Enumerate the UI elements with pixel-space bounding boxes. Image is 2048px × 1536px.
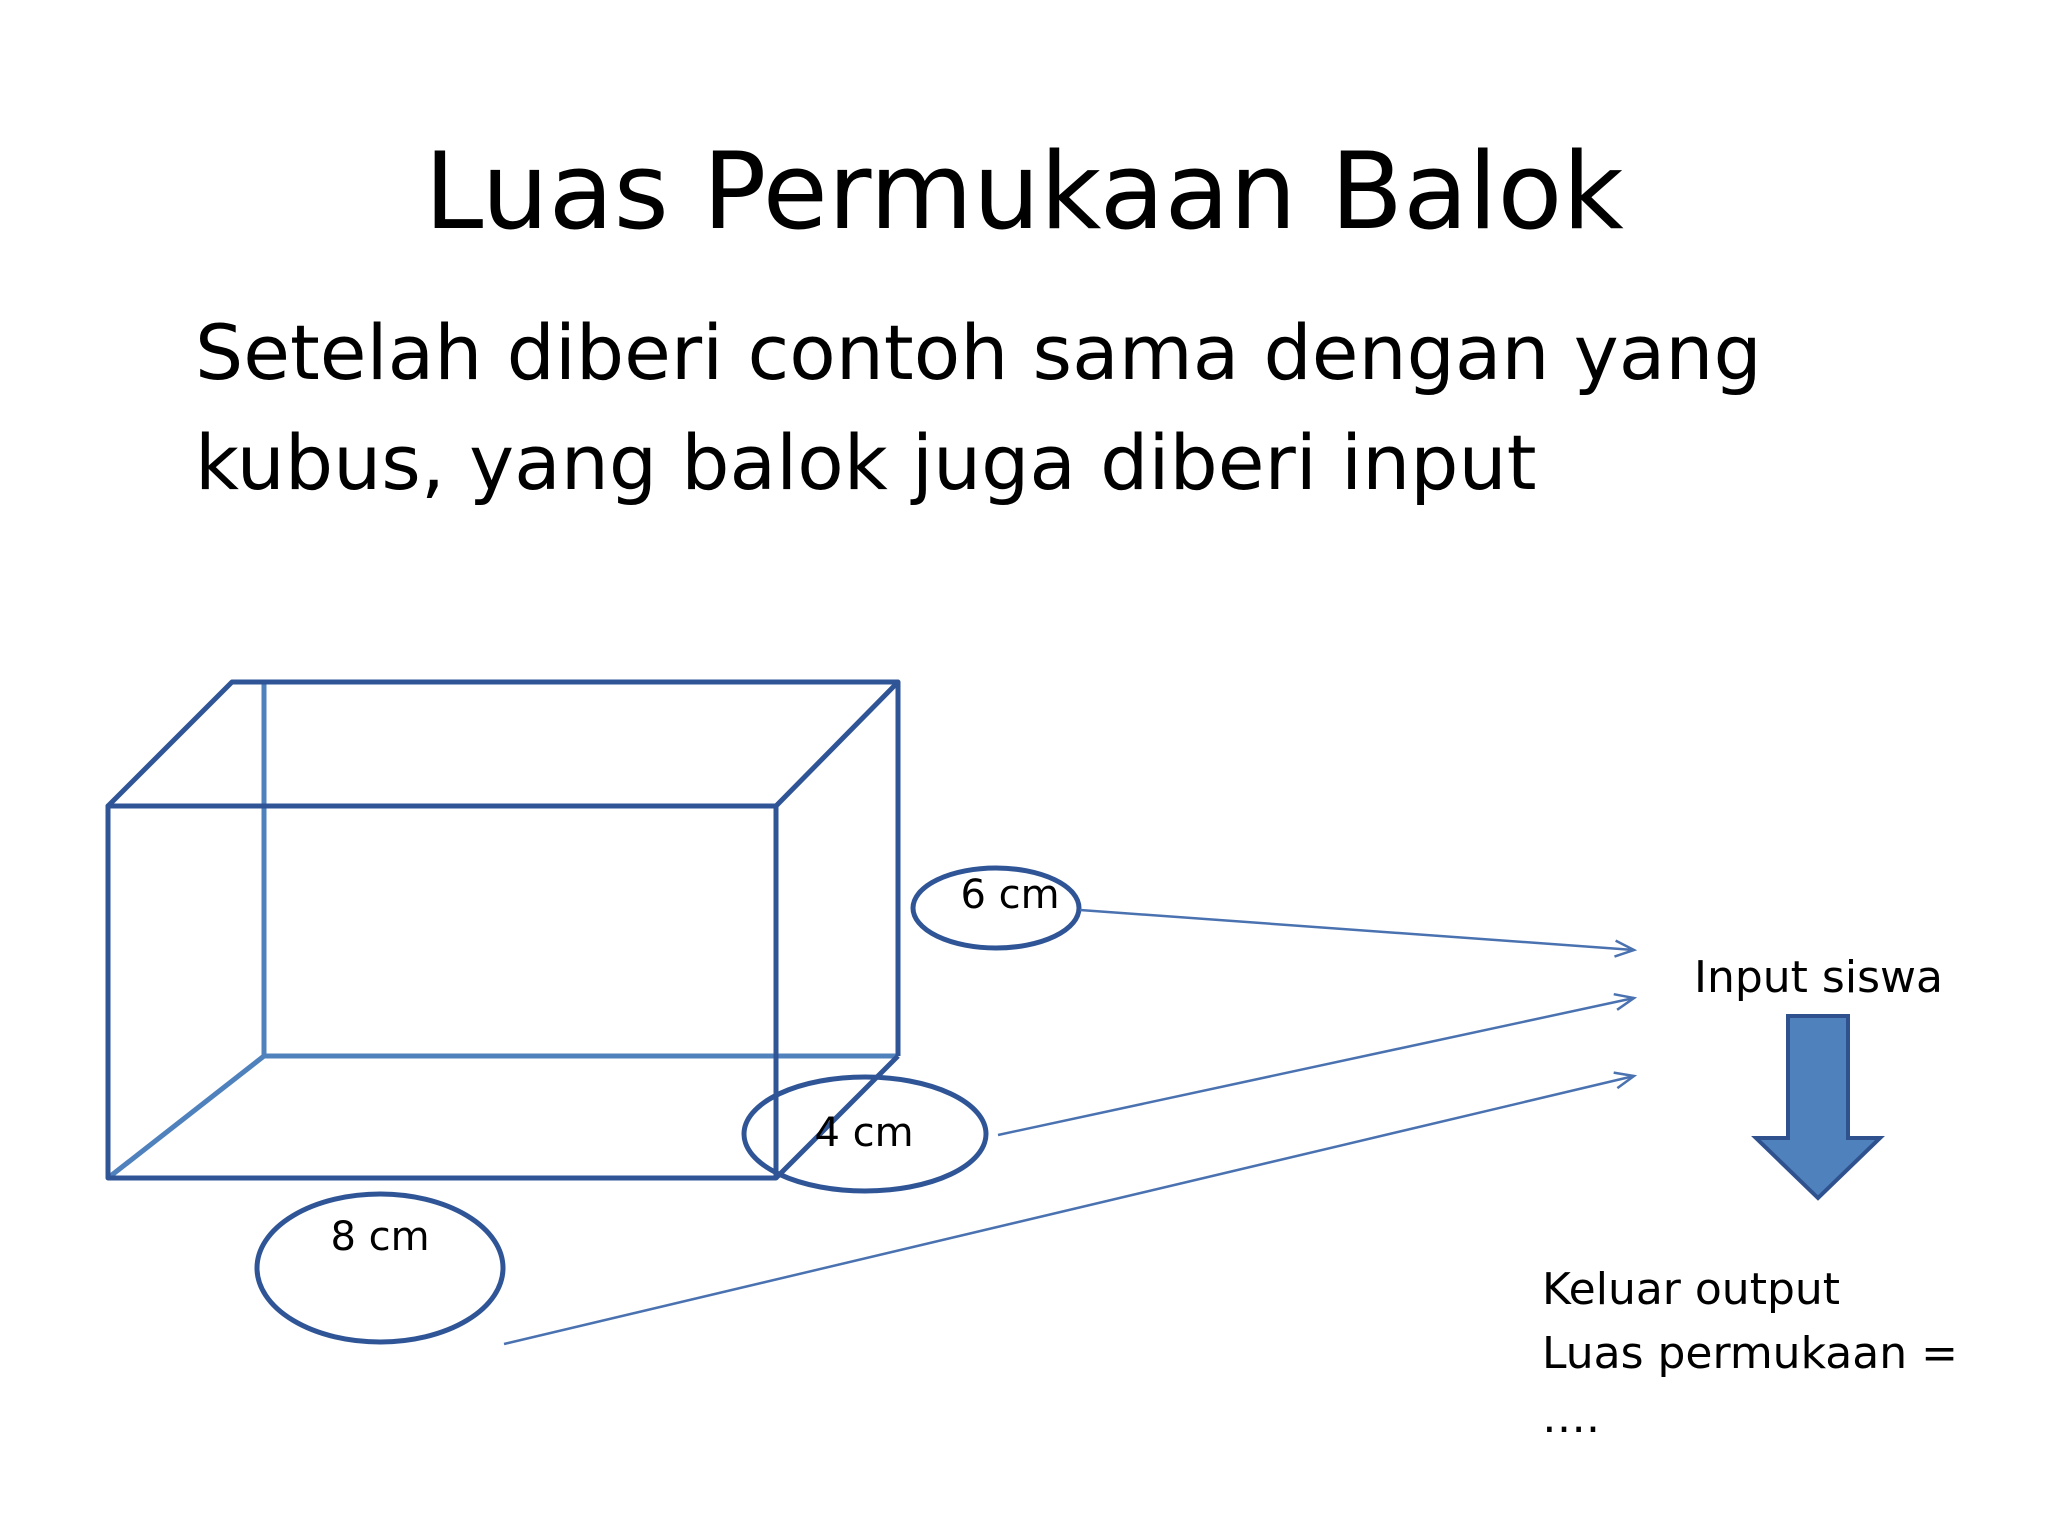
cuboid-front-face bbox=[105, 803, 779, 1181]
label-length: 8 cm bbox=[330, 1214, 429, 1260]
down-arrow-icon bbox=[1751, 1014, 1885, 1201]
input-siswa-label: Input siswa bbox=[1694, 952, 1943, 1003]
arrow-height-to-input bbox=[1079, 908, 1634, 950]
body-line-2: kubus, yang balok juga diberi input bbox=[195, 418, 1537, 507]
dimension-ellipse-depth bbox=[741, 1074, 989, 1194]
slide-body-text: Setelah diberi contoh sama dengan yang k… bbox=[195, 298, 1845, 518]
dimension-ellipse-length bbox=[254, 1191, 506, 1345]
output-line-3: …. bbox=[1542, 1392, 1600, 1443]
dimension-ellipse-height bbox=[910, 865, 1082, 951]
output-line-1: Keluar output bbox=[1542, 1264, 1840, 1315]
body-line-1: Setelah diberi contoh sama dengan yang bbox=[195, 308, 1762, 397]
arrow-length-to-input bbox=[503, 1076, 1634, 1346]
arrow-depth-to-input bbox=[997, 998, 1634, 1137]
cuboid-top-face bbox=[105, 679, 901, 809]
label-height: 6 cm bbox=[960, 872, 1059, 918]
output-line-2: Luas permukaan = bbox=[1542, 1328, 1958, 1379]
input-arrows bbox=[503, 908, 1634, 1346]
cuboid-visible-edges bbox=[105, 679, 901, 1181]
slide-title: Luas Permukaan Balok bbox=[424, 130, 1624, 253]
hidden-edge-bottom-left bbox=[106, 1054, 266, 1180]
cuboid-hidden-edges bbox=[106, 682, 898, 1180]
label-depth: 4 cm bbox=[814, 1110, 913, 1156]
